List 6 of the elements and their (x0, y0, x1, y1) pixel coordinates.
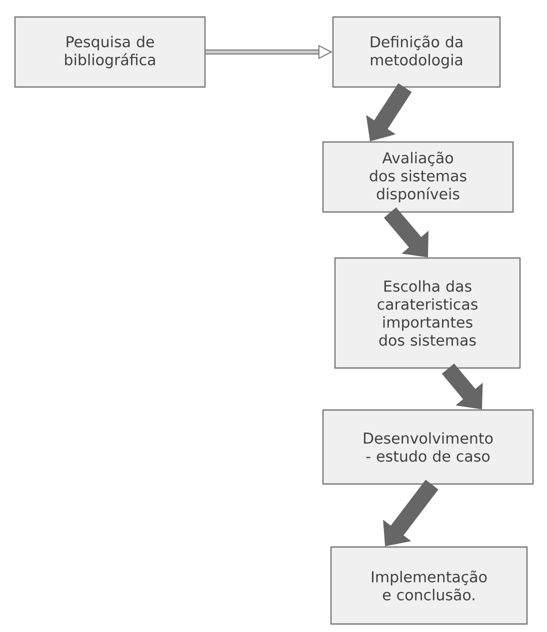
process-box: Implementação e conclusão. (330, 546, 528, 625)
process-box: Definição da metodologia (332, 16, 501, 88)
process-box: Pesquisa de bibliográfica (14, 16, 206, 88)
process-box: Desenvolvimento - estudo de caso (322, 409, 534, 485)
process-box: Avaliação dos sistemas disponíveis (322, 141, 514, 213)
process-box: Escolha das carateristicas importantes dos sistemas (334, 257, 521, 369)
